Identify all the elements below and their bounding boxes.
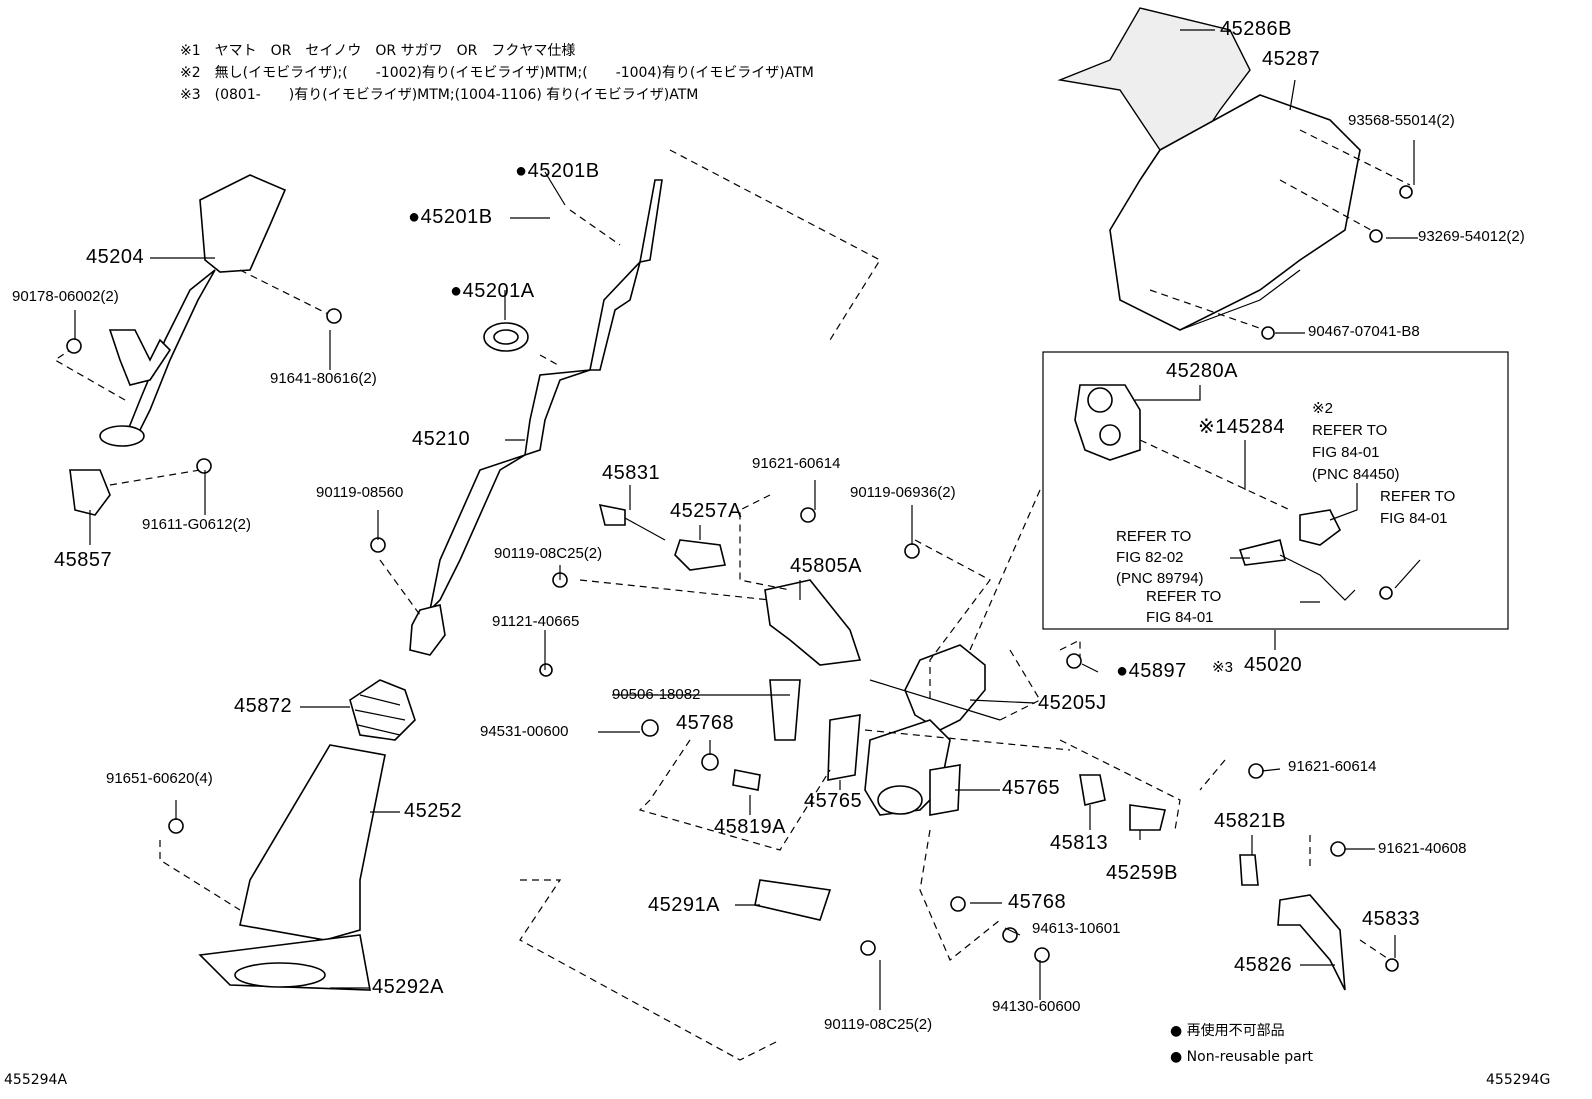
note-2: ※2 無し(イモビライザ);( -1002)有り(イモビライザ)MTM;( -1…: [180, 65, 814, 81]
legend-en: ● Non-reusable part: [1170, 1049, 1313, 1065]
refer-block-fig84: REFER TO FIG 84-01: [1380, 488, 1456, 527]
part-label: 45857: [54, 549, 113, 571]
note-3: ※3 (0801- )有り(イモビライザ)MTM;(1004-1106) 有り(…: [180, 87, 699, 103]
part-label: 90119-08560: [316, 484, 404, 501]
part-label: 45826: [1234, 954, 1293, 976]
non-reusable-dot-icon: ●: [515, 160, 528, 182]
column-cover-upper: [1057, 7, 1361, 331]
column-assembly: [598, 503, 1346, 991]
part-label: 45813: [1050, 832, 1109, 854]
legend: ● 再使用不可部品 ● Non-reusable part: [1170, 1018, 1313, 1070]
part-label: 45252: [404, 800, 463, 822]
part-label: 45287: [1262, 48, 1321, 70]
refer-block-pnc84450: ※2 REFER TO FIG 84-01 (PNC 84450): [1312, 400, 1400, 483]
part-label-non-reusable: ●45201B: [408, 206, 493, 228]
refer-block-fig84-lower: REFER TO FIG 84-01: [1146, 588, 1222, 626]
part-label: 45821B: [1214, 810, 1286, 832]
part-label: 45872: [234, 695, 293, 717]
part-label: 91651-60620(4): [106, 770, 213, 787]
note-1: ※1 ヤマト OR セイノウ OR サガワ OR フクヤマ仕様: [180, 43, 576, 59]
part-label: 90506-18082: [612, 686, 701, 703]
leader-lines: [74, 29, 1421, 1010]
refer-block-pnc89794: REFER TO FIG 82-02 (PNC 89794): [1116, 528, 1204, 587]
part-label-non-reusable: ●45201B: [515, 160, 600, 182]
part-label: 45819A: [714, 816, 786, 838]
part-label: 45831: [602, 462, 661, 484]
part-label: ※145284: [1198, 416, 1285, 438]
part-label: 45292A: [372, 976, 444, 998]
part-label: 94613-10601: [1032, 920, 1121, 937]
part-label: 45768: [1008, 891, 1067, 913]
part-label: 45210: [412, 428, 471, 450]
part-label: 90467-07041-B8: [1308, 323, 1420, 340]
non-reusable-dot-icon: ●: [1116, 660, 1129, 682]
part-label: 45286B: [1220, 18, 1292, 40]
part-label: 45291A: [648, 894, 720, 916]
column-tube: [198, 744, 386, 991]
figure-code-left: 455294A: [4, 1072, 68, 1088]
ignition-lock: [1074, 384, 1356, 601]
part-label: 93269-54012(2): [1418, 228, 1525, 245]
non-reusable-dot-icon: ●: [450, 280, 463, 302]
non-reusable-dot-icon: ●: [1170, 1049, 1183, 1065]
note-mark: ※3: [1212, 659, 1233, 676]
part-label: 45765: [804, 790, 863, 812]
part-label: 45204: [86, 246, 145, 268]
part-label: 91611-G0612(2): [142, 516, 251, 533]
part-label-non-reusable: ●45897: [1116, 660, 1187, 682]
part-label: 91621-60614: [1288, 758, 1377, 775]
intermediate-shaft: [409, 179, 663, 656]
part-label: 45020: [1244, 654, 1303, 676]
part-label: 90119-08C25(2): [494, 545, 603, 562]
part-label: 45833: [1362, 908, 1421, 930]
part-label: 90119-06936(2): [850, 484, 956, 501]
ignition-group-box: [1042, 351, 1509, 630]
part-label: 94531-00600: [480, 723, 569, 740]
legend-jp: ● 再使用不可部品: [1170, 1023, 1285, 1039]
part-label: 93568-55014(2): [1348, 112, 1455, 129]
non-reusable-dot-icon: ●: [408, 206, 421, 228]
part-label: 94130-60600: [992, 998, 1081, 1015]
part-label: 45768: [676, 712, 735, 734]
figure-code-right: 455294G: [1486, 1072, 1551, 1088]
part-label: 91641-80616(2): [270, 370, 377, 387]
part-label: 90119-08C25(2): [824, 1016, 933, 1033]
non-reusable-dot-icon: ●: [1170, 1023, 1183, 1039]
part-label-non-reusable: ●45201A: [450, 280, 535, 302]
part-label: 91621-40608: [1378, 840, 1467, 857]
part-label: 91621-60614: [752, 455, 841, 472]
column-bracket: [69, 174, 287, 516]
dust-boot: [349, 679, 416, 741]
part-label: 45765: [1002, 777, 1061, 799]
part-label: 45259B: [1106, 862, 1178, 884]
part-label: 45280A: [1166, 360, 1238, 382]
part-label: 45257A: [670, 500, 742, 522]
part-label: 45205J: [1038, 692, 1107, 714]
part-label: 45805A: [790, 555, 862, 577]
notes: ※1 ヤマト OR セイノウ OR サガワ OR フクヤマ仕様 ※2 無し(イモ…: [180, 40, 1080, 106]
part-label: 90178-06002(2): [12, 288, 119, 305]
part-label: 91121-40665: [492, 613, 580, 630]
